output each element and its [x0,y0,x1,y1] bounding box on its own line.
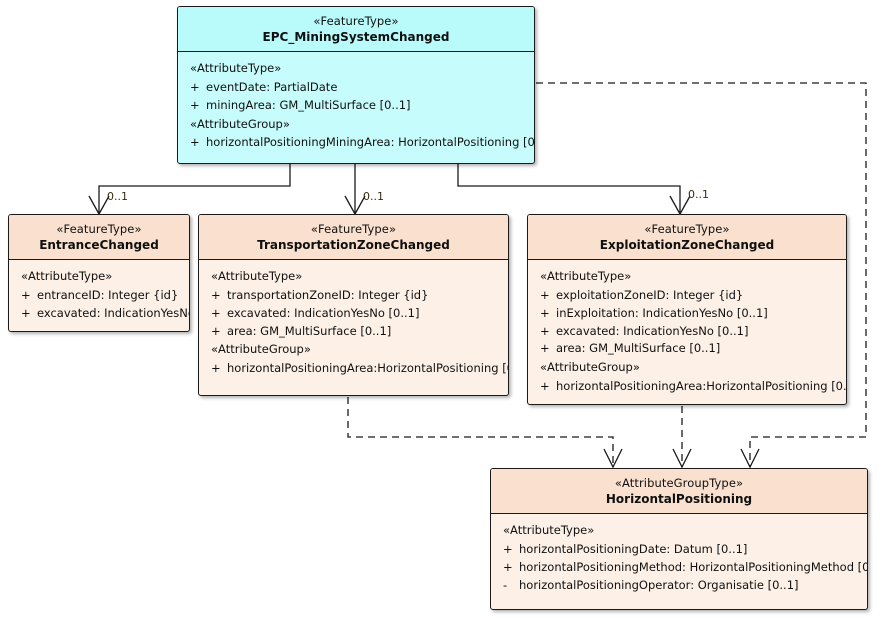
attribute-signature: horizontalPositioningArea:HorizontalPosi… [227,361,509,376]
attribute-row: + transportationZoneID: Integer {id} [199,287,508,305]
attribute-visibility: + [21,287,31,302]
class-name: HorizontalPositioning [605,491,753,506]
attribute-signature: horizontalPositioningMiningArea: Horizon… [206,135,535,150]
attribute-row: + area: GM_MultiSurface [0..1] [528,340,846,358]
attribute-row: - horizontalPositioningOperator: Organis… [491,577,867,595]
attribute-visibility: - [503,577,508,592]
attribute-row: + horizontalPositioningMethod: Horizonta… [491,559,867,577]
dependency-exploitation-to-horizontalpositioning [672,406,692,469]
class-stereotype: «FeatureType» [56,222,142,236]
compartment-label: «AttributeGroup» [190,116,290,131]
compartment-label: «AttributeType» [190,61,282,76]
class-header: «FeatureType» EntranceChanged [9,215,189,261]
class-stereotype: «AttributeGroupType» [614,476,744,490]
class-name: ExploitationZoneChanged [599,237,775,252]
class-stereotype: «FeatureType» [644,222,730,236]
attribute-visibility: + [503,559,513,574]
compartment-label: «AttributeGroup» [540,360,640,375]
attribute-row: + horizontalPositioningMiningArea: Horiz… [178,134,534,152]
class-name: EPC_MiningSystemChanged [262,29,450,44]
compartment-label: «AttributeType» [211,269,303,284]
multiplicity-label-exploitation: 0..1 [688,188,709,201]
class-stereotype: «FeatureType» [310,222,397,236]
class-header: «FeatureType» TransportationZoneChanged [199,215,508,261]
attribute-visibility: + [211,361,221,376]
attribute-signature: entranceID: Integer {id} [37,287,179,302]
class-body: «AttributeType» + transportationZoneID: … [199,260,508,385]
class-box-epc-miningsystemchanged[interactable]: «FeatureType» EPC_MiningSystemChanged «A… [177,6,535,164]
attribute-visibility: + [21,305,31,320]
attribute-signature: horizontalPositioningOperator: Organisat… [519,577,799,592]
class-name: EntranceChanged [39,237,159,252]
class-body: «AttributeType» + eventDate: PartialDate… [178,52,534,159]
attribute-signature: horizontalPositioningArea:HorizontalPosi… [556,378,847,393]
attribute-row: + area: GM_MultiSurface [0..1] [199,323,508,341]
association-epc-to-entrance [88,164,291,216]
class-body: «AttributeType» + entranceID: Integer {i… [9,260,189,329]
attribute-signature: area: GM_MultiSurface [0..1] [227,323,392,338]
attribute-row: + inExploitation: IndicationYesNo [0..1] [528,305,846,323]
attribute-row: + horizontalPositioningDate: Datum [0..1… [491,541,867,559]
attribute-row: + excavated: IndicationYesNo [9,305,189,323]
dependency-transportation-to-horizontalpositioning [347,397,623,469]
attribute-signature: miningArea: GM_MultiSurface [0..1] [206,97,411,112]
class-name: TransportationZoneChanged [257,237,450,252]
attribute-signature: excavated: IndicationYesNo [0..1] [227,305,420,320]
attribute-visibility: + [540,287,550,302]
attribute-row: + horizontalPositioningArea:HorizontalPo… [528,378,846,396]
attribute-visibility: + [540,378,550,393]
class-body: «AttributeType» + exploitationZoneID: In… [528,260,846,403]
attribute-visibility: + [211,287,221,302]
attribute-visibility: + [190,97,200,112]
attribute-signature: transportationZoneID: Integer {id} [227,287,429,302]
class-header: «FeatureType» ExploitationZoneChanged [528,215,846,261]
class-box-transportationzonechanged[interactable]: «FeatureType» TransportationZoneChanged … [198,214,509,396]
attribute-visibility: + [540,341,550,356]
association-epc-to-transportation [344,164,366,216]
attribute-visibility: + [190,135,200,150]
attribute-visibility: + [503,541,513,556]
attribute-signature: excavated: IndicationYesNo [0..1] [556,323,749,338]
attribute-signature: excavated: IndicationYesNo [37,305,190,320]
class-box-exploitationzonechanged[interactable]: «FeatureType» ExploitationZoneChanged «A… [527,214,847,405]
attribute-visibility: + [190,79,200,94]
attribute-visibility: + [211,305,221,320]
attribute-signature: eventDate: PartialDate [206,79,338,94]
attribute-row: + exploitationZoneID: Integer {id} [528,287,846,305]
attribute-row: + excavated: IndicationYesNo [0..1] [528,323,846,341]
attribute-row: + excavated: IndicationYesNo [0..1] [199,305,508,323]
attribute-signature: horizontalPositioningDate: Datum [0..1] [519,541,748,556]
attribute-signature: horizontalPositioningMethod: HorizontalP… [519,559,868,574]
class-box-horizontalpositioning[interactable]: «AttributeGroupType» HorizontalPositioni… [490,468,868,610]
compartment-label: «AttributeType» [21,269,113,284]
class-header: «AttributeGroupType» HorizontalPositioni… [491,469,867,515]
class-body: «AttributeType» + horizontalPositioningD… [491,514,867,601]
compartment-label: «AttributeType» [503,523,595,538]
multiplicity-label-entrance: 0..1 [107,190,128,203]
attribute-signature: area: GM_MultiSurface [0..1] [556,341,721,356]
attribute-visibility: + [540,323,550,338]
association-epc-to-exploitation [457,164,691,216]
class-header: «FeatureType» EPC_MiningSystemChanged [178,7,534,53]
attribute-row: + entranceID: Integer {id} [9,287,189,305]
multiplicity-label-transportation: 0..1 [363,190,384,203]
attribute-signature: inExploitation: IndicationYesNo [0..1] [556,305,768,320]
attribute-visibility: + [211,323,221,338]
class-box-entrancechanged[interactable]: «FeatureType» EntranceChanged «Attribute… [8,214,190,332]
compartment-label: «AttributeGroup» [211,342,311,357]
compartment-label: «AttributeType» [540,269,632,284]
attribute-row: + horizontalPositioningArea:HorizontalPo… [199,360,508,378]
attribute-row: + miningArea: GM_MultiSurface [0..1] [178,97,534,115]
attribute-visibility: + [540,305,550,320]
attribute-row: + eventDate: PartialDate [178,79,534,97]
attribute-signature: exploitationZoneID: Integer {id} [556,287,744,302]
class-stereotype: «FeatureType» [313,14,399,28]
